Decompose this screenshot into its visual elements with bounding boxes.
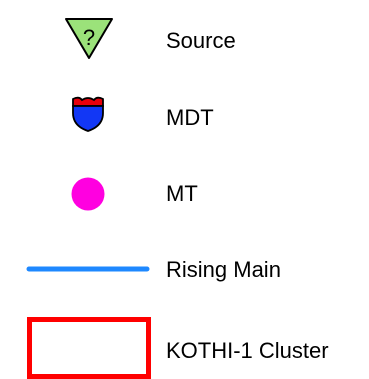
blue-line-icon (26, 266, 150, 272)
red-rectangle-icon (27, 317, 151, 379)
legend-label-mdt: MDT (166, 105, 214, 130)
interstate-shield-icon (72, 96, 104, 132)
legend-label-mt: MT (166, 181, 198, 206)
svg-text:?: ? (83, 25, 95, 50)
legend-label-source: Source (166, 28, 236, 53)
magenta-circle-icon (71, 177, 105, 211)
legend-label-cluster: KOTHI-1 Cluster (166, 338, 329, 363)
legend-label-rising-main: Rising Main (166, 257, 281, 282)
green-triangle-question-icon: ? (65, 18, 113, 59)
